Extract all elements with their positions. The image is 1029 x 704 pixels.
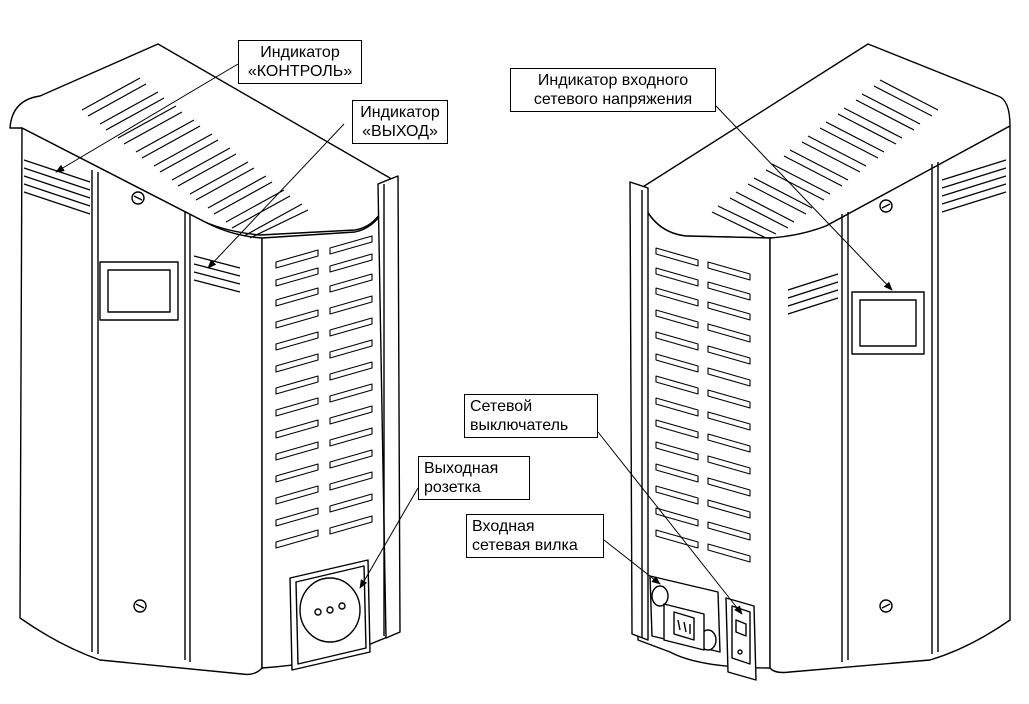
power-switch-graphic (725, 597, 757, 681)
left-side-vents (275, 235, 373, 549)
callout-power-switch-line2: выключатель (470, 417, 569, 434)
callout-indicator-output-line2: «ВЫХОД» (362, 123, 438, 140)
right-side-vents (655, 247, 751, 563)
right-unit (629, 43, 1011, 681)
callout-input-voltage-indicator: Индикатор входного сетевого напряжения (510, 68, 716, 112)
leader-output (207, 123, 345, 269)
leader-switch (597, 431, 743, 615)
callout-input-voltage-indicator-line2: сетевого напряжения (533, 91, 693, 108)
callout-input-plug-line2: сетевая вилка (472, 537, 578, 554)
leader-plug (603, 539, 661, 585)
leader-socket (359, 487, 419, 589)
callout-indicator-output: Индикатор «ВЫХОД» (352, 100, 448, 144)
left-top-lid (9, 43, 391, 236)
left-front-face (19, 127, 263, 676)
callout-output-socket: Выходная розетка (418, 456, 530, 500)
left-unit (9, 43, 401, 676)
callout-input-plug-line1: Входная (472, 518, 535, 535)
callout-power-switch: Сетевой выключатель (464, 394, 598, 438)
right-front-face (769, 125, 1011, 674)
output-socket-graphic (289, 559, 371, 671)
callout-indicator-control-line2: «КОНТРОЛЬ» (247, 63, 353, 80)
input-plug-graphic (649, 575, 721, 653)
callout-input-plug: Входная сетевая вилка (466, 514, 604, 558)
callout-output-socket-line2: розетка (424, 479, 481, 496)
leader-voltage (715, 105, 893, 291)
callout-output-socket-line1: Выходная (424, 460, 499, 477)
callout-power-switch-line1: Сетевой (470, 398, 533, 415)
leader-control (55, 63, 239, 173)
leader-lines (55, 63, 893, 615)
callout-indicator-output-line1: Индикатор (360, 104, 440, 121)
callout-indicator-control: Индикатор «КОНТРОЛЬ» (238, 40, 362, 84)
callout-indicator-control-line1: Индикатор (260, 44, 340, 61)
callout-input-voltage-indicator-line1: Индикатор входного (537, 72, 689, 89)
